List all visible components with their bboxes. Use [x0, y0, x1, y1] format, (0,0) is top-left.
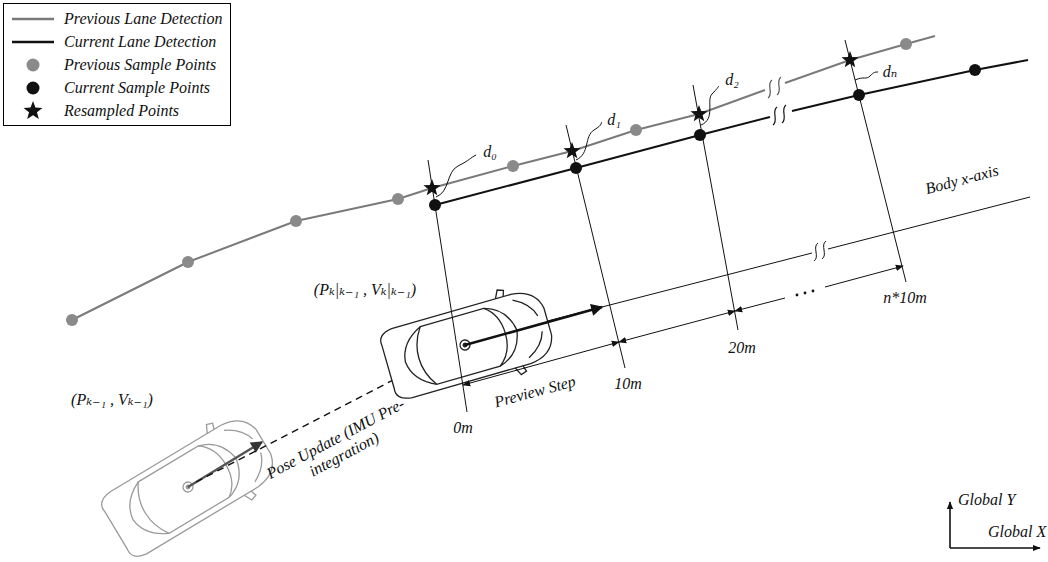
- axis-label: Global Y: [958, 491, 1015, 509]
- previous-car: [93, 404, 286, 562]
- resampled-points: [423, 51, 858, 195]
- distance-mark: 10m: [614, 375, 642, 393]
- legend-row: Resampled Points: [10, 99, 222, 122]
- preview-lines: [428, 40, 906, 412]
- distance-label: dₙ: [883, 63, 897, 81]
- distance-leaders: [436, 72, 878, 197]
- dimension-arrows: [463, 266, 903, 385]
- legend-sample: [10, 9, 56, 29]
- ellipsis-dots: [796, 290, 815, 297]
- legend-sample: [10, 78, 56, 98]
- pose-label: (Pₖ|ₖ₋₁ , Vₖ|ₖ₋₁): [314, 281, 416, 299]
- legend-text: Previous Lane Detection: [64, 10, 222, 28]
- distance-mark: 0m: [453, 419, 473, 437]
- dimension-label: Preview Step: [492, 372, 577, 411]
- legend-text: Current Sample Points: [64, 79, 210, 97]
- current-sample-points: [429, 64, 981, 211]
- legend-box: Previous Lane DetectionCurrent Lane Dete…: [3, 3, 231, 126]
- legend-sample: [10, 101, 56, 121]
- distance-mark: 20m: [728, 339, 756, 357]
- legend-row: Current Sample Points: [10, 76, 222, 99]
- distance-label: d₀: [483, 143, 497, 161]
- legend-sample: [10, 32, 56, 52]
- legend-row: Previous Sample Points: [10, 53, 222, 76]
- axis-label: Global X: [988, 523, 1046, 541]
- legend-row: Previous Lane Detection: [10, 7, 222, 30]
- distance-label: d₂: [725, 71, 739, 89]
- current-lane: [435, 60, 1028, 205]
- legend-text: Previous Sample Points: [64, 56, 216, 74]
- current-heading-arrow: [465, 307, 602, 345]
- distance-label: d₁: [607, 111, 621, 129]
- axis-label: Body x-axis: [923, 161, 1000, 198]
- distance-mark: n*10m: [883, 289, 927, 307]
- legend-text: Resampled Points: [64, 102, 179, 120]
- legend-row: Current Lane Detection: [10, 30, 222, 53]
- legend-text: Current Lane Detection: [64, 33, 216, 51]
- legend-sample: [10, 55, 56, 75]
- pose-label: (Pₖ₋₁ , Vₖ₋₁): [71, 391, 153, 409]
